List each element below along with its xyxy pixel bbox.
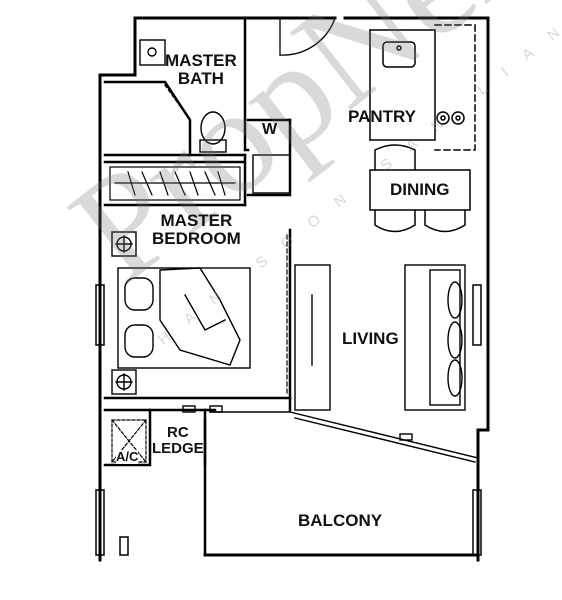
window-frames	[95, 284, 482, 556]
master-bedroom-label: MASTER BEDROOM	[152, 211, 241, 248]
washer-area	[252, 154, 291, 194]
balcony-doors	[182, 405, 479, 463]
pantry-label: PANTRY	[348, 107, 416, 126]
washer-label: W	[262, 121, 278, 138]
entrance-door	[278, 16, 337, 56]
bath-fixtures	[139, 39, 227, 153]
balcony-label: BALCONY	[298, 511, 383, 530]
dining-label: DINING	[390, 180, 450, 199]
dining-set	[369, 144, 471, 233]
outer-walls	[98, 16, 490, 562]
sofa	[404, 264, 466, 411]
pantry-counter	[369, 24, 476, 151]
master-bath-label: MASTER BATH	[165, 51, 237, 88]
tv-console	[294, 264, 331, 411]
ac-label: A/C	[116, 449, 139, 464]
rc-ledge-label: RC LEDGE	[152, 424, 204, 457]
wardrobe	[109, 166, 241, 201]
interior-walls	[103, 16, 292, 557]
living-label: LIVING	[342, 329, 399, 348]
bed	[111, 231, 251, 395]
